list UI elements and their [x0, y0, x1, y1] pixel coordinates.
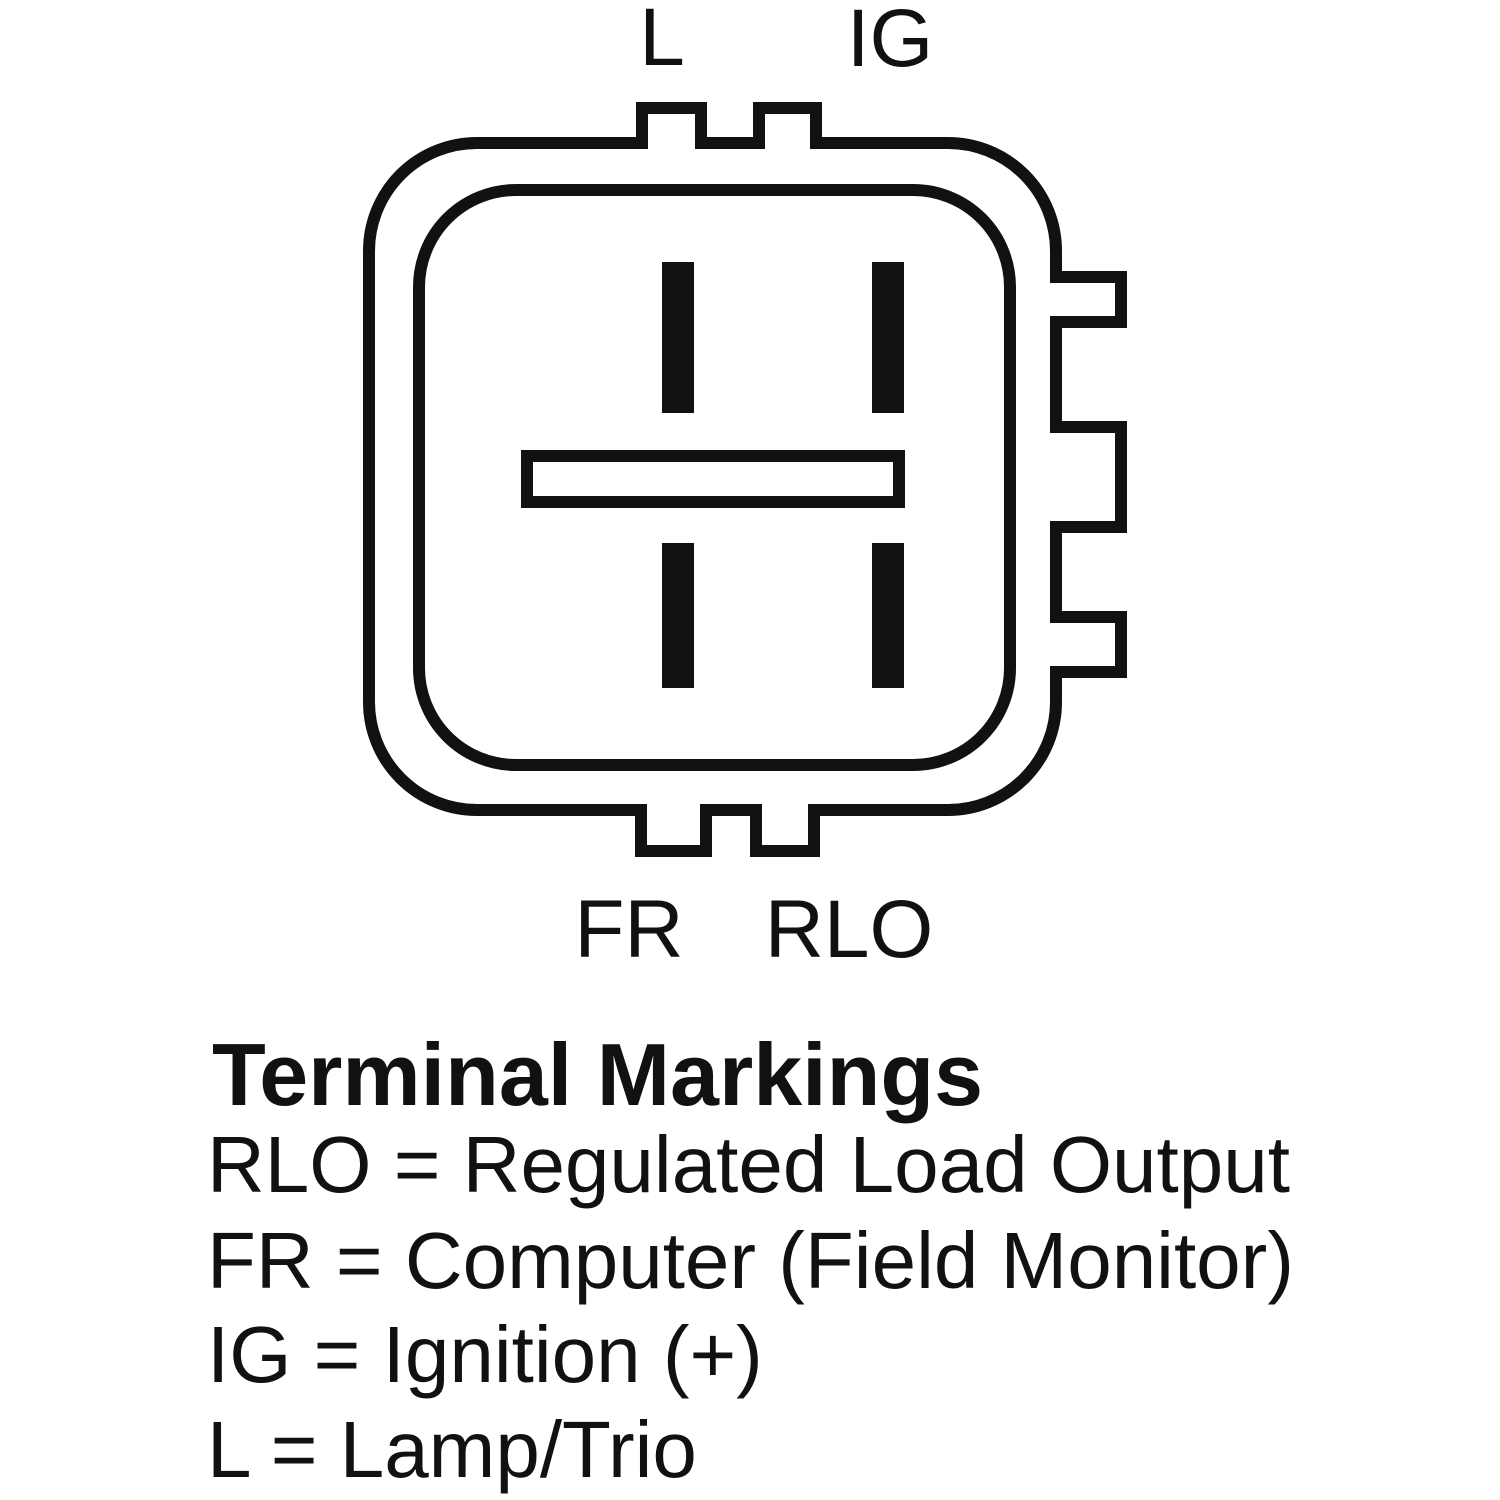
terminal-pin-fr	[662, 543, 694, 688]
terminal-label-fr: FR	[574, 884, 683, 975]
legend-title: Terminal Markings	[212, 1025, 983, 1124]
terminal-label-ig: IG	[847, 0, 934, 84]
terminal-label-rlo: RLO	[765, 884, 934, 975]
legend-line-rlo: RLO = Regulated Load Output	[207, 1120, 1290, 1209]
legend-line-ig: IG = Ignition (+)	[207, 1310, 763, 1399]
terminal-pin-ig	[872, 262, 904, 413]
terminal-pin-l	[662, 262, 694, 413]
legend-line-l: L = Lamp/Trio	[207, 1405, 697, 1494]
legend-line-fr: FR = Computer (Field Monitor)	[207, 1216, 1294, 1305]
center-key-slot	[521, 450, 905, 508]
terminal-label-l: L	[639, 0, 685, 83]
terminal-pin-rlo	[872, 543, 904, 688]
